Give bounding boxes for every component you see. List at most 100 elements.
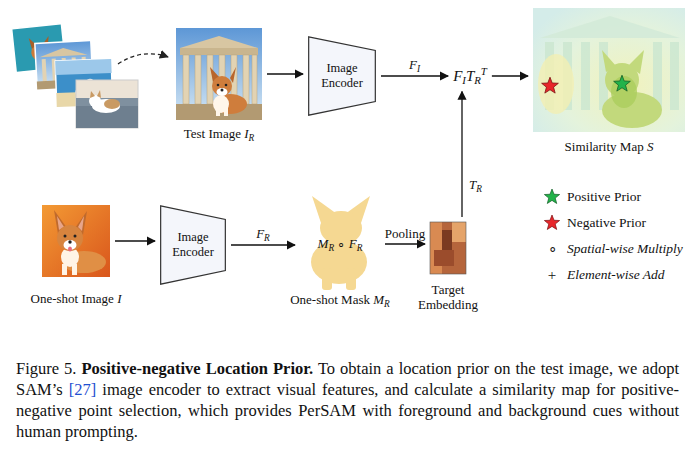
illustration-shape [225, 84, 228, 87]
image-caption-label: One-shot Image I [31, 292, 122, 307]
text-run: I [417, 64, 420, 74]
similarity-map [533, 8, 685, 132]
legend-item: ∘Spatial-wise Multiply [541, 236, 683, 262]
mask-silhouette [311, 196, 370, 290]
illustration-shape [434, 250, 454, 266]
image-encoder: Image Encoder [160, 205, 226, 285]
star-shape [544, 215, 559, 229]
text-run: ∘ [548, 241, 557, 257]
test-image [176, 28, 262, 120]
text-run: I [244, 126, 248, 141]
image-frame: MR ∘ FR [300, 196, 380, 292]
illustration-shape [542, 77, 559, 93]
illustration-shape [180, 36, 258, 48]
illustration-shape [243, 55, 249, 104]
image-stack [12, 24, 138, 128]
illustration-shape [217, 88, 228, 96]
illustration-shape [183, 55, 189, 104]
image-encoder: Image Encoder [308, 36, 376, 116]
image-frame [430, 222, 466, 274]
illustration-shape [430, 222, 442, 274]
text-run: Target Embedding [418, 282, 478, 312]
arrow-connector [492, 75, 528, 76]
text-run: One-shot Mask [290, 292, 373, 307]
image-caption-label: Similarity Map S [533, 140, 685, 155]
legend-sample: ∘ [541, 240, 563, 258]
test-image-node: Test Image IR [176, 28, 262, 144]
text-run: Negative Prior [567, 215, 646, 230]
illustration-shape [55, 59, 111, 75]
encoder-trapezoid [309, 37, 376, 115]
illustration-shape [670, 42, 679, 110]
legend-text: Negative Prior [567, 215, 646, 231]
text-run: R [357, 242, 363, 252]
operator-symbol: ∘ [548, 240, 557, 258]
text-run: Similarity Map [565, 139, 647, 154]
illustration-shape [252, 55, 257, 104]
arrow-connector [267, 73, 303, 74]
text-run: ∘ [334, 236, 349, 251]
legend-text: Positive Prior [567, 189, 641, 205]
illustration-shape [533, 8, 685, 132]
legend-item: + Element-wise Add [541, 262, 683, 288]
illustration-shape [57, 225, 83, 251]
text-run: F [349, 236, 357, 251]
text-run: R [476, 184, 482, 194]
legend-star [543, 214, 561, 232]
legend-item: Positive Prior [541, 184, 683, 210]
text-run: M [373, 292, 384, 307]
arrow-connector [381, 75, 448, 76]
illustration-shape [540, 16, 680, 38]
illustration-shape [42, 205, 110, 277]
illustration-shape [42, 59, 47, 83]
overlay-formula: MR ∘ FR [318, 236, 363, 253]
illustration-shape [212, 76, 232, 96]
text-run: R [474, 75, 481, 87]
illustration-shape [195, 55, 201, 104]
arrow-connector [231, 244, 295, 245]
image-caption-label: Test Image IR [176, 127, 262, 144]
illustration-shape [538, 54, 574, 114]
similarity-map-node: Similarity Map S [533, 8, 685, 155]
legend-text: Element-wise Add [567, 267, 665, 283]
illustration-shape [230, 67, 236, 83]
dashed-arrow [118, 54, 168, 64]
star-shape [544, 189, 559, 203]
operator-symbol: + [548, 267, 556, 284]
similarity-formula: FITRT [453, 65, 487, 86]
edge-label: FI [409, 57, 420, 74]
image-frame [176, 28, 262, 120]
illustration-shape [213, 95, 229, 113]
text-run: Positive Prior [567, 189, 641, 204]
illustration-shape [90, 91, 95, 98]
text-run: M [318, 236, 329, 251]
illustration-shape [207, 55, 213, 104]
target-embedding-node: Target Embedding [416, 222, 480, 313]
text-run: F [409, 57, 417, 72]
text-run: One-shot Image [31, 291, 118, 306]
text-run: [27] [69, 380, 97, 399]
illustration-shape [322, 268, 332, 290]
edge-label: Pooling [385, 226, 425, 242]
arrow-connector [385, 243, 425, 244]
legend: Positive PriorNegative Prior ∘Spatial-wis… [541, 184, 683, 288]
text-run: R [328, 242, 334, 252]
formula-text: FITRT [453, 65, 487, 86]
illustration-shape [213, 94, 247, 114]
illustration-shape [217, 84, 220, 87]
legend-sample [541, 188, 563, 206]
text-run: F [256, 226, 264, 241]
target-embedding [430, 222, 466, 274]
arrow-connector [115, 240, 155, 241]
image-caption-label: Target Embedding [416, 283, 480, 313]
text-run: T [466, 68, 474, 84]
text-run: Positive-negative Location Prior. [82, 359, 314, 378]
text-run: + [548, 267, 556, 283]
legend-sample: + [541, 267, 563, 284]
illustration-shape [430, 222, 466, 274]
text-run: R [384, 299, 390, 309]
text-run: I [462, 75, 466, 87]
image-frame [533, 8, 685, 132]
illustration-shape [176, 28, 262, 120]
illustration-shape [74, 235, 77, 238]
